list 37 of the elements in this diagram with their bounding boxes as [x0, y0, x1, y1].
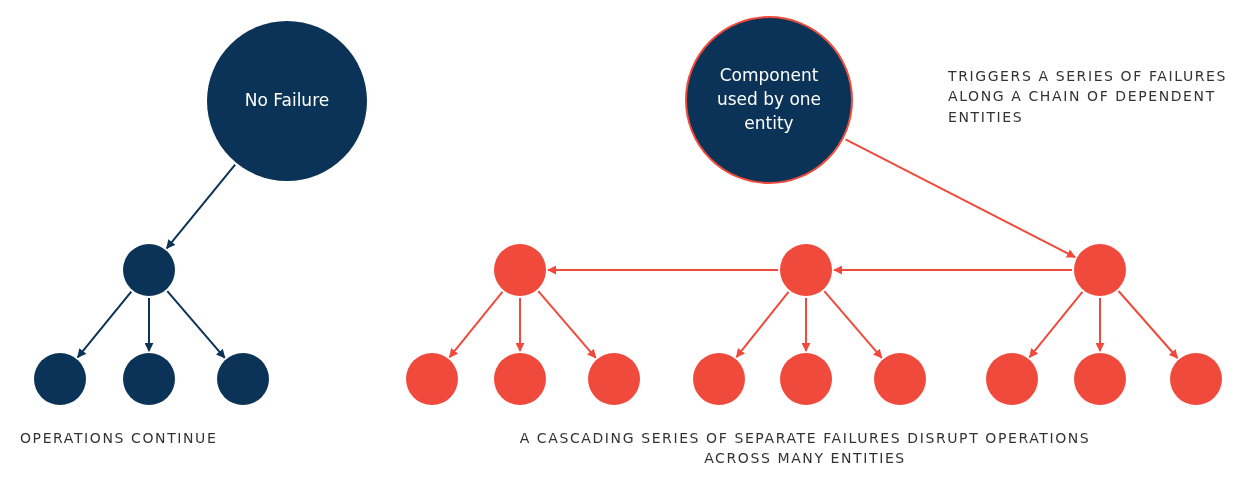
arrow	[823, 290, 883, 359]
circle-node	[217, 353, 269, 405]
circle-node	[693, 353, 745, 405]
circle-node	[1074, 244, 1126, 296]
arrow	[1095, 297, 1105, 352]
circle-node	[406, 353, 458, 405]
arrow	[515, 297, 525, 352]
arrow	[547, 265, 779, 275]
circle-node	[780, 244, 832, 296]
arrow	[735, 290, 790, 359]
circle-node	[874, 353, 926, 405]
annotation-text: TRIGGERS A SERIES OF FAILURES ALONG A CHAIN OF DEPENDENT ENTITIES	[948, 67, 1229, 127]
circle-node	[1074, 353, 1126, 405]
node-label: No Failure	[243, 89, 331, 113]
arrow	[1117, 290, 1179, 359]
arrow	[537, 290, 597, 359]
circle-node	[123, 353, 175, 405]
circle-node	[494, 353, 546, 405]
circle-node	[986, 353, 1038, 405]
annotation-text: A CASCADING SERIES OF SEPARATE FAILURES DISRUPT OPERATIONS ACROSS MANY ENTITIES	[518, 429, 1092, 469]
arrow	[801, 297, 811, 352]
arrow	[1028, 290, 1084, 359]
node-label: Component used by one entity	[715, 64, 823, 135]
circle-node	[780, 353, 832, 405]
arrow	[76, 290, 133, 359]
arrow	[144, 297, 154, 352]
circle-node	[34, 353, 86, 405]
circle-node	[1170, 353, 1222, 405]
arrow	[833, 265, 1073, 275]
arrow	[448, 290, 504, 359]
arrow	[165, 163, 237, 250]
arrow	[166, 290, 226, 359]
circle-node	[588, 353, 640, 405]
circle-node	[123, 244, 175, 296]
annotation-text: OPERATIONS CONTINUE	[20, 429, 219, 448]
circle-node	[494, 244, 546, 296]
arrow	[844, 138, 1077, 259]
